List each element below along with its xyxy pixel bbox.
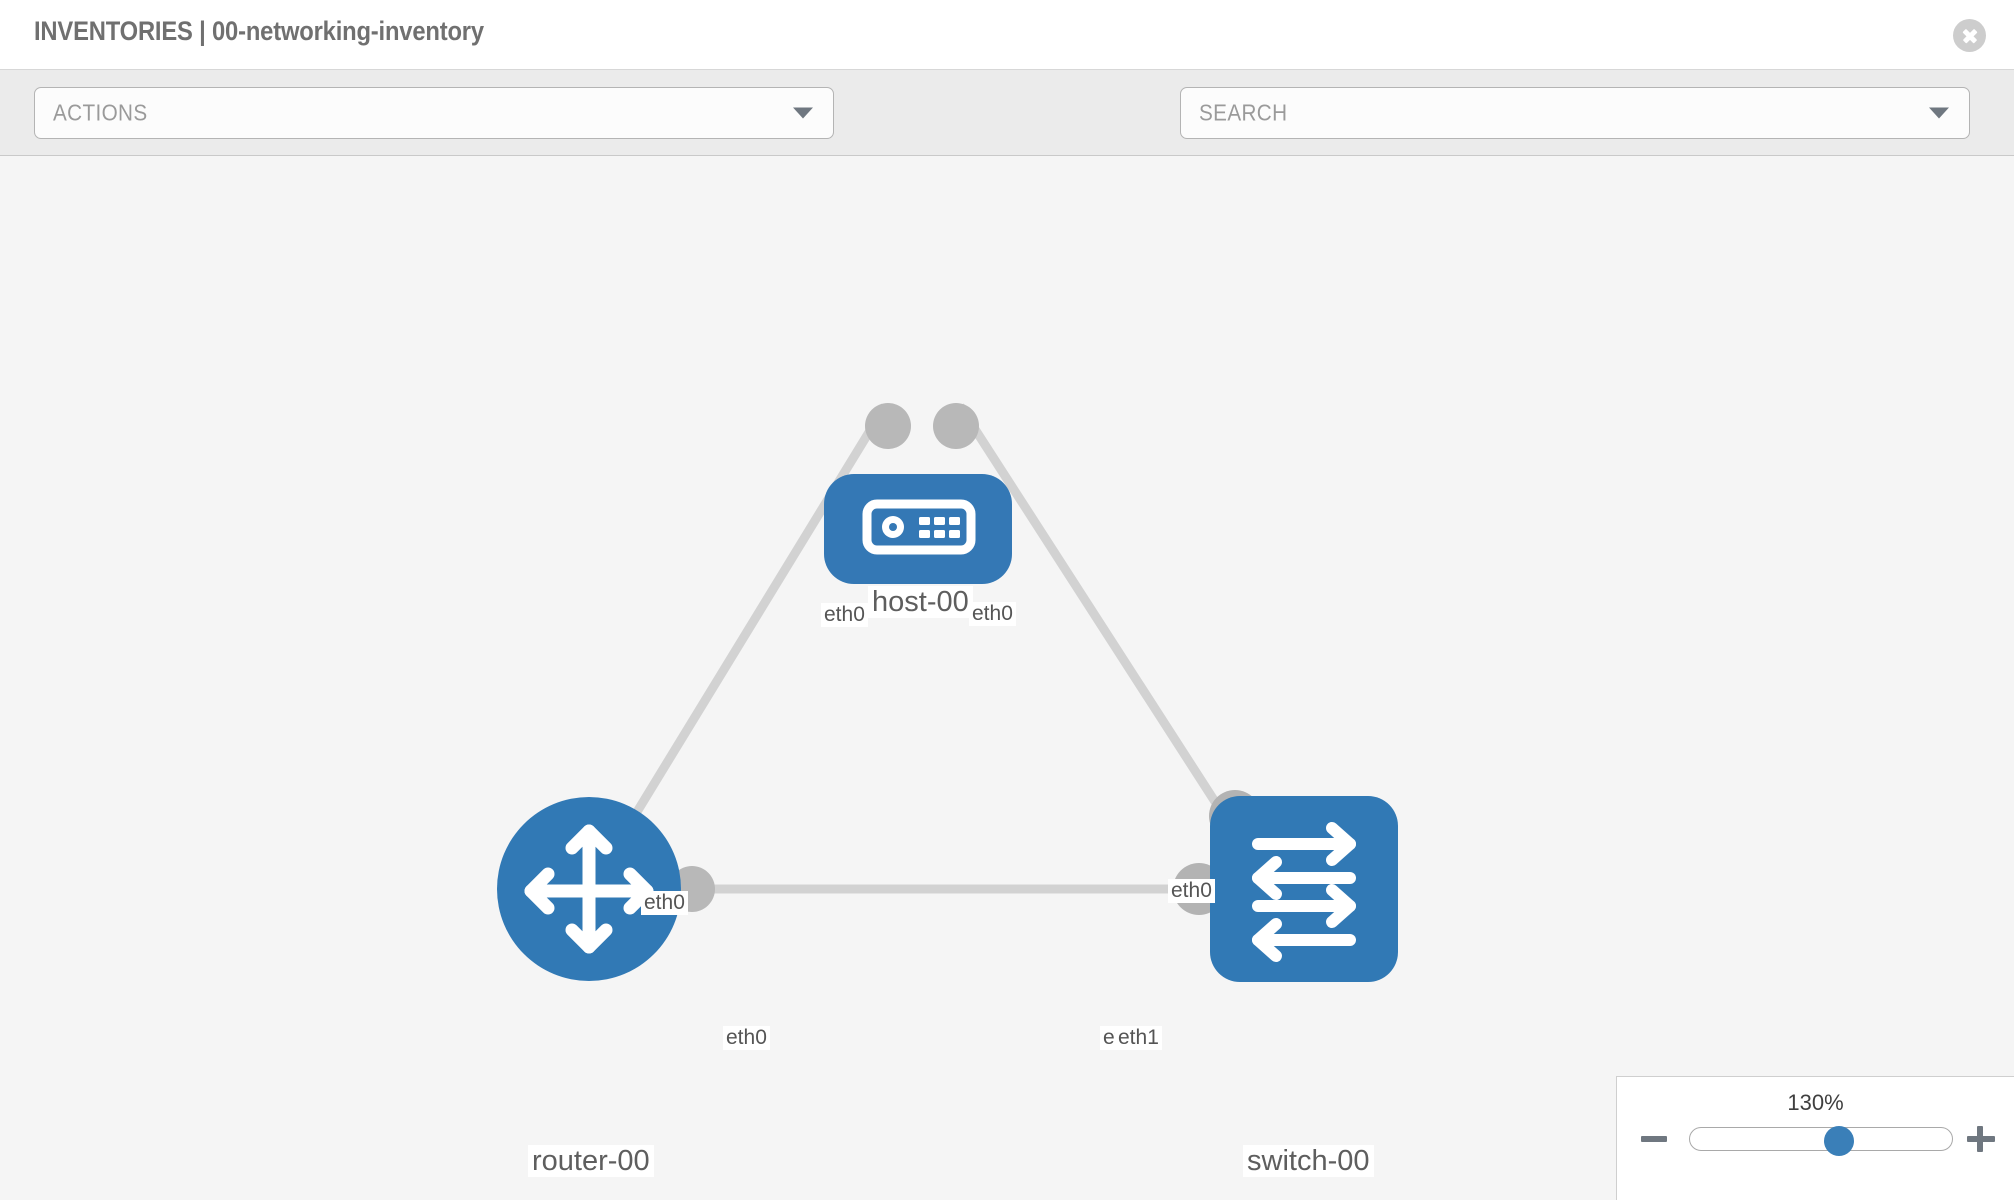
topology-canvas[interactable]: host-00 router-00 switch-00 eth0 eth0 et… [0,156,2014,1200]
connector-host-right[interactable] [933,403,979,449]
plus-icon[interactable] [1966,1124,1996,1154]
toolbar: ACTIONS SEARCH [0,70,2014,200]
edge-host-switch[interactable] [956,403,1254,859]
zoom-slider-track[interactable] [1689,1127,1953,1151]
node-label-switch-00[interactable]: switch-00 [1243,1145,1374,1178]
chevron-down-icon[interactable] [1929,107,1949,119]
iface-label-switch-to-host[interactable]: eth0 [1168,879,1215,904]
node-router-00[interactable] [497,797,681,981]
page-header: INVENTORIES | 00-networking-inventory [0,0,2014,70]
iface-label-host-to-router[interactable]: eth0 [821,603,868,628]
iface-label-host-to-switch[interactable]: eth0 [969,602,1016,627]
edge-host-router[interactable] [606,403,889,859]
connector-host-left[interactable] [865,403,911,449]
node-host-00[interactable] [824,474,1012,584]
actions-dropdown-label: ACTIONS [53,99,148,126]
zoom-slider-thumb[interactable] [1824,1126,1855,1156]
iface-label-router-to-host[interactable]: eth0 [641,891,688,916]
close-icon[interactable] [1953,19,1986,52]
node-label-router-00[interactable]: router-00 [528,1145,654,1178]
page-title: INVENTORIES | 00-networking-inventory [34,16,484,46]
search-input[interactable]: SEARCH [1180,87,1970,139]
node-switch-00[interactable] [1210,796,1398,982]
zoom-level-value: 130% [1787,1090,1844,1115]
search-placeholder: SEARCH [1199,99,1288,126]
topology-graph [497,403,1398,982]
actions-dropdown[interactable]: ACTIONS [34,87,834,139]
minus-icon[interactable] [1639,1124,1669,1154]
chevron-down-icon [793,107,813,119]
iface-label-router-to-switch[interactable]: eth0 [723,1026,770,1051]
iface-label-switch-to-router[interactable]: eth1 [1115,1026,1162,1051]
node-label-host-00[interactable]: host-00 [868,586,973,619]
zoom-control-panel: 130% [1616,1076,2014,1200]
